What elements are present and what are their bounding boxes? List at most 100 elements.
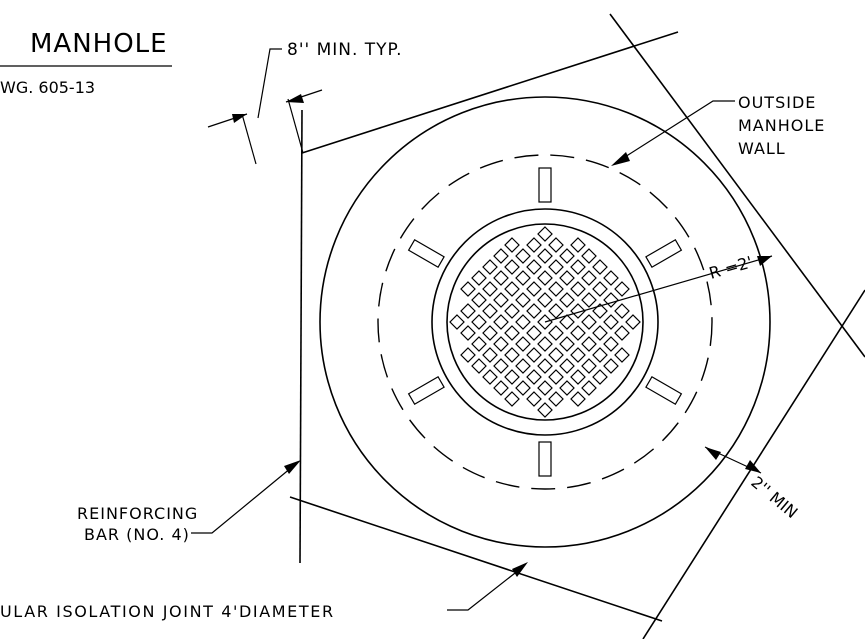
- min-spacing-arrow-1: [232, 114, 247, 123]
- rebar-label-2: BAR (NO. 4): [84, 525, 190, 544]
- grate-diamond: [504, 281, 520, 297]
- grate-diamond: [537, 292, 553, 308]
- grate-diamond: [548, 369, 564, 385]
- grate-diamond: [548, 325, 564, 341]
- rebar-left: [299, 109, 303, 564]
- grate-diamond: [559, 358, 575, 374]
- grate-diamond: [581, 314, 597, 330]
- grate-diamond: [471, 358, 487, 374]
- grate-diamond: [537, 248, 553, 264]
- rebar-right-lower: [642, 289, 865, 639]
- grate-diamond: [548, 237, 564, 253]
- grate-diamond: [471, 336, 487, 352]
- grate-diamond: [603, 336, 619, 352]
- grate-diamond: [515, 314, 531, 330]
- radius-label: R =2': [707, 252, 755, 282]
- grate-diamond: [581, 358, 597, 374]
- grate-diamond: [559, 248, 575, 264]
- min-spacing-ext-2: [287, 98, 304, 154]
- grate-diamond: [592, 303, 608, 319]
- grate-diamond: [482, 347, 498, 363]
- grate-diamond: [526, 347, 542, 363]
- grate-diamond: [548, 303, 564, 319]
- grate-diamond: [460, 303, 476, 319]
- grate-diamond: [504, 347, 520, 363]
- grate-diamond: [526, 325, 542, 341]
- grate-diamond: [592, 347, 608, 363]
- grate-diamond: [526, 369, 542, 385]
- outside-wall-label-1: OUTSIDE: [738, 93, 816, 112]
- grate-diamond: [581, 270, 597, 286]
- title: MANHOLE: [30, 29, 168, 59]
- grate-diamond: [570, 281, 586, 297]
- frame-lug: [407, 238, 445, 269]
- outside-wall-label-3: WALL: [738, 139, 786, 158]
- grate-diamond: [537, 336, 553, 352]
- grate-diamond: [570, 391, 586, 407]
- grate-diamond: [460, 347, 476, 363]
- frame-ring-outer: [431, 208, 659, 436]
- grate-diamond: [603, 270, 619, 286]
- grate-diamond: [559, 380, 575, 396]
- grate-diamond: [515, 358, 531, 374]
- grate-diamond: [603, 314, 619, 330]
- grate-diamond: [548, 259, 564, 275]
- min-spacing-leader: [257, 48, 282, 119]
- outside-wall-label-2: MANHOLE: [738, 116, 825, 135]
- grate-diamond: [471, 270, 487, 286]
- radius-line: [544, 255, 773, 323]
- grate-diamond: [537, 380, 553, 396]
- min-clearance-arrow-1: [705, 447, 721, 460]
- grate-diamond: [592, 259, 608, 275]
- isolation-joint-leader: [447, 565, 525, 611]
- grate-diamond: [570, 237, 586, 253]
- min-clearance-dim: [704, 446, 762, 474]
- grate-diamond: [526, 237, 542, 253]
- grate-diamond: [592, 369, 608, 385]
- grate-diamond: [493, 270, 509, 286]
- grate-diamond: [614, 281, 630, 297]
- grate-diamond: [504, 391, 520, 407]
- grate-diamond: [592, 325, 608, 341]
- grate-diamond: [581, 292, 597, 308]
- grate-diamond: [592, 281, 608, 297]
- grate-diamond: [504, 259, 520, 275]
- outside-wall-leader: [616, 100, 735, 163]
- frame-lug: [538, 167, 552, 203]
- grate-diamond: [493, 248, 509, 264]
- grate-diamond: [515, 248, 531, 264]
- grate-diamond: [515, 380, 531, 396]
- grate-diamond: [559, 314, 575, 330]
- frame-lug: [645, 238, 683, 269]
- outside-manhole-wall: [377, 154, 713, 490]
- grate-diamond: [482, 369, 498, 385]
- grate-diamond: [493, 380, 509, 396]
- grate-diamond: [515, 270, 531, 286]
- grate-diamond: [570, 347, 586, 363]
- drawing-ref: WG. 605-13: [0, 78, 95, 97]
- grate-diamond: [504, 325, 520, 341]
- grate-diamond: [493, 358, 509, 374]
- grate-diamond: [537, 314, 553, 330]
- grate-diamond: [614, 325, 630, 341]
- grate-diamond: [504, 303, 520, 319]
- min-spacing-label: 8'' MIN. TYP.: [287, 40, 403, 60]
- min-clearance-label: 2'' MIN: [747, 473, 801, 523]
- grate-diamond: [493, 292, 509, 308]
- grate-diamond: [515, 292, 531, 308]
- grate-diamond: [603, 292, 619, 308]
- min-spacing-ext-1: [241, 113, 257, 165]
- grate-diamond: [537, 402, 553, 418]
- grate-diamond: [614, 303, 630, 319]
- grate-diamond: [537, 270, 553, 286]
- grate-diamond: [515, 336, 531, 352]
- grate-diamond: [537, 358, 553, 374]
- grate-diamond: [537, 226, 553, 242]
- outside-wall-arrowhead: [611, 152, 630, 166]
- grate-diamond: [526, 259, 542, 275]
- grate-diamond: [570, 259, 586, 275]
- grate-diamond: [559, 336, 575, 352]
- grate-diamond: [482, 281, 498, 297]
- grate-diamond: [548, 281, 564, 297]
